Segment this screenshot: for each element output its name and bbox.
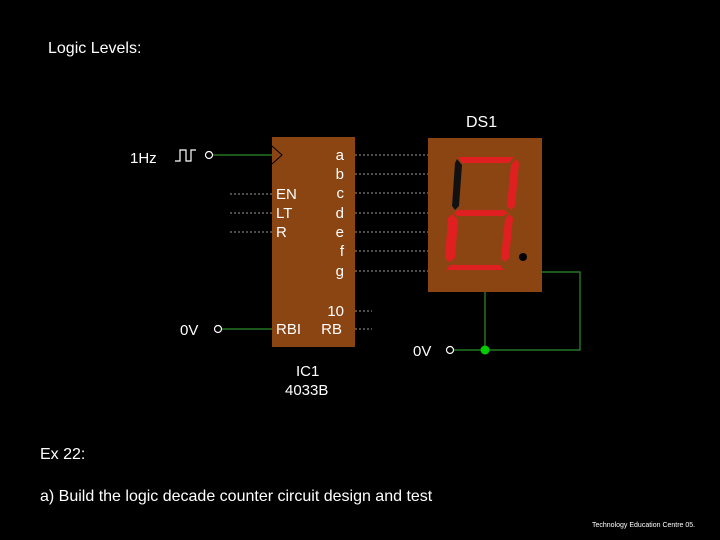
display-ground-terminal <box>445 345 455 355</box>
segment-b <box>507 159 519 210</box>
pin-label-b: b <box>336 166 344 183</box>
segment-g <box>454 210 508 216</box>
pin-label-g: g <box>336 263 344 280</box>
square-pulse-icon <box>175 149 196 162</box>
pin-label-f: f <box>340 243 345 260</box>
pin-label-d: d <box>336 205 344 222</box>
pin-label-en: EN <box>276 186 297 203</box>
display-common-label: 0V <box>413 343 431 360</box>
footer-credit: Technology Education Centre 05. <box>592 522 696 529</box>
decimal-point <box>519 253 527 261</box>
pin-label-rb: RB <box>321 321 342 338</box>
left-pin-stubs <box>230 193 272 233</box>
pin-label-c: c <box>337 185 345 202</box>
display-segments <box>445 157 519 270</box>
junction-node <box>480 345 490 355</box>
segment-f <box>452 159 462 210</box>
clock-label: 1Hz <box>130 150 157 167</box>
clock-input-terminal <box>204 150 214 160</box>
ic1-body <box>272 137 355 347</box>
exercise-label: Ex 22: <box>40 446 86 463</box>
rbi-level-label: 0V <box>180 322 198 339</box>
segment-a <box>458 157 514 163</box>
slide-title: Logic Levels: <box>48 40 142 57</box>
pin-label-lt: LT <box>276 205 292 222</box>
segment-bus-wires <box>355 154 428 330</box>
display-return-wire <box>485 271 581 351</box>
clock-pin-marker <box>271 145 283 165</box>
segment-d <box>446 265 504 270</box>
display-ref-label: DS1 <box>466 114 497 131</box>
pin-label-e: e <box>336 224 344 241</box>
ic-ref-label: IC1 <box>296 363 319 380</box>
segment-e <box>445 214 458 262</box>
segment-c <box>501 214 513 262</box>
ic-part-label: 4033B <box>285 382 328 399</box>
pin-label-r: R <box>276 224 287 241</box>
pin-label-10: 10 <box>327 303 344 320</box>
pin-label-rbi: RBI <box>276 321 301 338</box>
rbi-input-terminal <box>213 324 223 334</box>
pin-label-a: a <box>336 147 345 164</box>
task-text: a) Build the logic decade counter circui… <box>40 488 433 505</box>
